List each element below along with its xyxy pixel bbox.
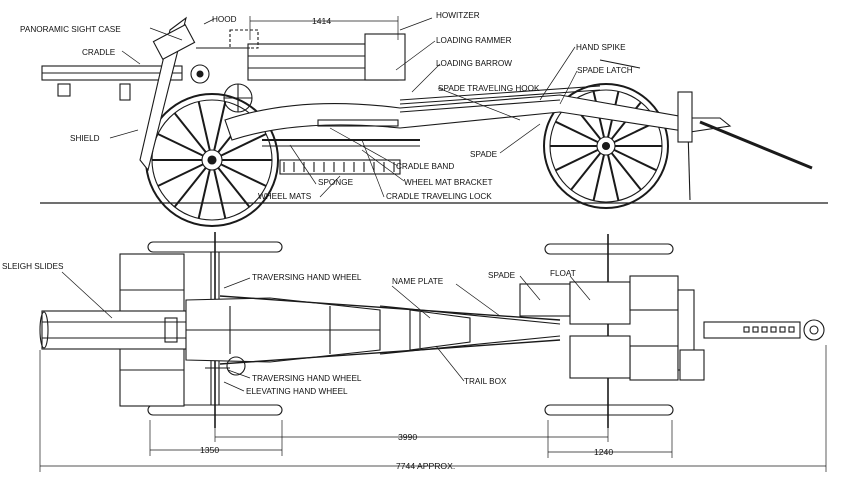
plan-wheel-top-right [544, 243, 674, 255]
label-wheel-mat-bracket: WHEEL MAT BRACKET [404, 178, 493, 187]
wheel-mats [279, 159, 401, 175]
label-panoramic-sight-case: PANORAMIC SIGHT CASE [20, 25, 121, 34]
wheel-spoke [613, 149, 657, 172]
label-cradle-band: CRADLE BAND [396, 162, 454, 171]
label-loading-barrow: LOADING BARROW [436, 59, 512, 68]
wheel-spoke [213, 101, 227, 151]
label-loading-rammer: LOADING RAMMER [436, 36, 512, 45]
label-hand-spike: HAND SPIKE [576, 43, 626, 52]
wheel-spoke [157, 163, 204, 187]
label-sleigh-slides: SLEIGH SLIDES [2, 262, 64, 271]
wheel-spoke [197, 169, 211, 219]
label-cradle: CRADLE [82, 48, 116, 57]
label-spade-traveling-hook: SPADE TRAVELING HOOK [438, 84, 540, 93]
spike-hole [752, 326, 759, 333]
dimension-3990: 3990 [398, 432, 417, 442]
label-howitzer: HOWITZER [436, 11, 480, 20]
label-cradle-traveling-lock: CRADLE TRAVELING LOCK [386, 192, 492, 201]
plan-float [569, 281, 631, 325]
trail-box [409, 309, 471, 351]
label-wheel-mats: WHEEL MATS [258, 192, 312, 201]
spike-hole [743, 326, 750, 333]
wheel-spoke [220, 133, 267, 157]
dimension-1240: 1240 [594, 447, 613, 457]
shield [139, 16, 187, 172]
spike-hole [779, 326, 786, 333]
label-traversing-hand-wheel-top: TRAVERSING HAND WHEEL [252, 273, 362, 282]
plan-spade [519, 283, 571, 317]
wheel-spoke [220, 163, 267, 187]
label-sponge: SPONGE [318, 178, 354, 187]
label-shield: SHIELD [70, 134, 100, 143]
side-front-wheel [145, 93, 279, 227]
label-float: FLOAT [550, 269, 576, 278]
wheel-spoke [213, 169, 227, 219]
label-elevating-hand-wheel: ELEVATING HAND WHEEL [246, 387, 348, 396]
spike-hole [770, 326, 777, 333]
spike-hole [788, 326, 795, 333]
plan-labels: SLEIGH SLIDES TRAVERSING HAND WHEEL NAME… [2, 262, 591, 396]
sleigh [41, 310, 191, 350]
label-spade-side: SPADE [470, 150, 498, 159]
label-spade-plan: SPADE [488, 271, 516, 280]
wheel-spoke [555, 120, 599, 143]
label-trail-box: TRAIL BOX [464, 377, 507, 386]
wheel-spoke [197, 101, 211, 151]
side-labels: HOOD 1414 HOWITZER PANORAMIC SIGHT CASE … [20, 11, 633, 201]
dimension-1350: 1350 [200, 445, 219, 455]
wheel-spoke [592, 154, 605, 201]
plan-wheel-bottom-right [544, 404, 674, 416]
side-trail [224, 94, 691, 141]
dimension-7744: 7744 APPROX. [396, 461, 455, 471]
wheel-spoke [570, 152, 602, 191]
wheel-spoke [610, 152, 642, 191]
label-spade-latch: SPADE LATCH [577, 66, 633, 75]
wheel-spoke [157, 133, 204, 157]
spike-hole [761, 326, 768, 333]
wheel-spoke [217, 167, 251, 208]
wheel-spoke [173, 167, 207, 208]
label-traversing-hand-wheel-bottom: TRAVERSING HAND WHEEL [252, 374, 362, 383]
side-elevation [40, 16, 828, 227]
dimension-1414: 1414 [312, 16, 331, 26]
wheel-spoke [173, 112, 207, 153]
wheel-spoke [555, 149, 599, 172]
plan-view [39, 232, 825, 428]
wheel-spoke [607, 154, 620, 201]
label-name-plate: NAME PLATE [392, 277, 444, 286]
plan-dimensions: 1350 3990 1240 7744 APPROX. [39, 345, 827, 472]
label-hood: HOOD [212, 15, 237, 24]
